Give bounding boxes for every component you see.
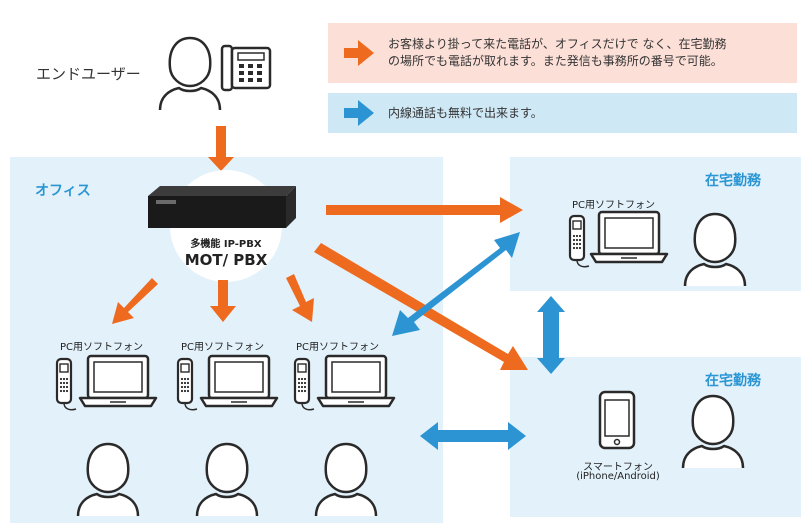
smartphone-icon [598,390,636,450]
laptop-icon [199,354,279,408]
pbx-device-icon [148,186,296,228]
office-station-1 [55,354,158,518]
blue-note: 内線通話も無料で出来ます。 [328,93,797,133]
remote-panel-2 [510,357,801,517]
orange-note-text: お客様より掛って来た電話が、オフィスだけで なく、在宅勤務 の場所でも電話が取れ… [388,37,727,68]
blue-arrow-icon [344,100,374,126]
handset-icon [55,357,78,411]
station-label-2: PC用ソフトフォン [181,342,265,353]
smartphone-label-2: (iPhone/Android) [576,471,660,482]
handset-icon [568,214,591,268]
pbx-product-name: MOT/ PBX [185,251,268,269]
office-label: オフィス [35,183,91,199]
desk-phone-icon [220,44,272,92]
orange-arrow-to-remote-2 [314,243,528,370]
orange-arrow-left [112,278,158,324]
person-icon [681,394,745,470]
remote-station-label: PC用ソフトフォン [572,200,656,211]
person-icon [76,442,140,518]
pbx-title: 多機能 IP-PBX [190,237,261,250]
station-label-3: PC用ソフトフォン [296,342,380,353]
orange-note: お客様より掛って来た電話が、オフィスだけで なく、在宅勤務 の場所でも電話が取れ… [328,23,797,83]
office-station-3 [293,354,396,518]
smartphone-label-1: スマートフォン [583,462,653,473]
orange-arrow-icon [344,40,374,66]
end-user-label: エンドユーザー [36,65,141,83]
person-icon [683,212,747,288]
blue-arrow-diagonal [392,232,520,336]
remote-label-1: 在宅勤務 [705,173,761,189]
blue-arrow-vertical [537,296,565,374]
orange-arrow-to-remote-1 [326,197,523,223]
office-station-2 [176,354,279,518]
station-label-1: PC用ソフトフォン [60,342,144,353]
remote-station-2 [598,390,745,470]
person-icon [195,442,259,518]
orange-arrow-right [286,274,314,322]
blue-note-text: 内線通話も無料で出来ます。 [388,105,543,120]
remote-label-2: 在宅勤務 [705,373,761,389]
incoming-call-arrow [208,126,234,171]
laptop-icon [78,354,158,408]
end-user-person-icon [158,36,222,112]
person-icon [314,442,378,518]
remote-station-1 [568,210,747,288]
handset-icon [293,357,316,411]
laptop-icon [589,210,669,264]
handset-icon [176,357,199,411]
orange-arrow-center [210,280,236,322]
laptop-icon [316,354,396,408]
blue-arrow-horizontal [420,422,526,450]
